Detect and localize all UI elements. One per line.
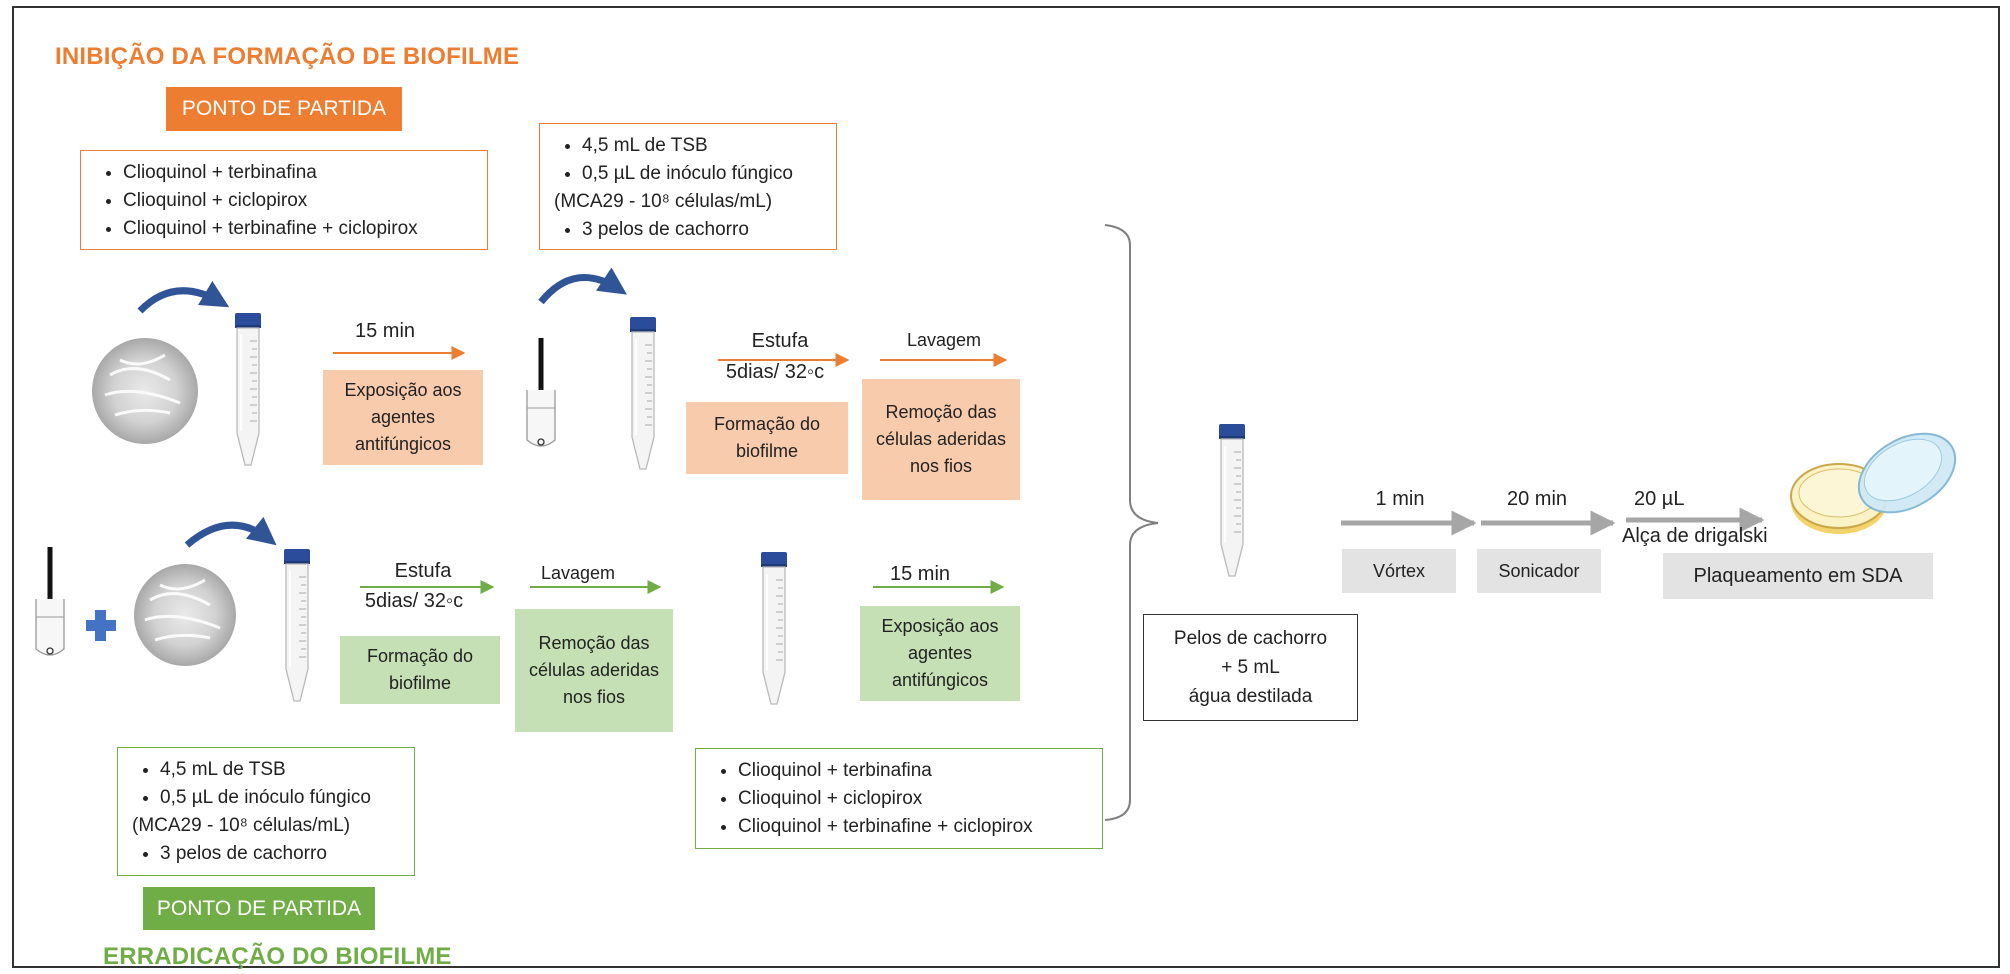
inhibition-title: INIBIÇÃO DA FORMAÇÃO DE BIOFILME <box>55 43 520 70</box>
agent-item: Clioquinol + terbinafine + ciclopirox <box>123 215 475 243</box>
vortex-box: Vórtex <box>1342 549 1456 593</box>
rotate-arrow-icon <box>538 267 627 305</box>
inoculum-item: 4,5 mL de TSB <box>582 132 824 160</box>
agent-item: Clioquinol + terbinafina <box>738 757 1090 785</box>
inoculum-item-continued: (MCA29 - 10⁸ células/mL) <box>554 191 773 212</box>
inoculum-item: 4,5 mL de TSB <box>160 756 402 784</box>
eradication-agents-box: Clioquinol + terbinafina Clioquinol + ci… <box>695 748 1103 849</box>
eradication-step3-box: Exposição aos agentes antifúngicos <box>860 606 1020 701</box>
inhibition-step1-box: Exposição aos agentes antifúngicos <box>323 370 483 465</box>
falcon-tube-icon <box>629 316 657 470</box>
eradication-inoculum-box: 4,5 mL de TSB 0,5 µL de inóculo fúngico … <box>117 747 415 876</box>
plus-icon <box>86 610 116 641</box>
eradication-step1-box: Formação do biofilme <box>340 636 500 704</box>
sonicator-box: Sonicador <box>1477 549 1601 593</box>
agent-item: Clioquinol + ciclopirox <box>123 187 475 215</box>
test-tube-icon <box>527 338 555 446</box>
rotate-arrow-icon <box>184 516 277 548</box>
plating-volume: 20 µL <box>1634 488 1685 510</box>
final-tube-box: Pelos de cachorro + 5 mL água destilada <box>1143 614 1358 721</box>
inhibition-agents-box: Clioquinol + terbinafina Clioquinol + ci… <box>80 150 488 250</box>
diagram-frame <box>12 6 2000 968</box>
inoculum-item: 0,5 µL de inóculo fúngico <box>582 160 824 188</box>
inhibition-step2-label: Estufa <box>751 330 809 352</box>
plating-box: Plaqueamento em SDA <box>1663 553 1933 599</box>
agent-item: Clioquinol + terbinafina <box>123 159 475 187</box>
eradication-step1-label: Estufa <box>394 560 452 582</box>
eradication-start-badge: PONTO DE PARTIDA <box>143 887 375 930</box>
sonicator-time: 20 min <box>1506 488 1568 510</box>
plating-tool: Alça de drigalski <box>1622 525 1768 547</box>
inhibition-inoculum-box: 4,5 mL de TSB 0,5 µL de inóculo fúngico … <box>539 123 837 250</box>
brace-icon <box>1104 224 1159 821</box>
inhibition-step2-condition: 5dias/ 32◦c <box>725 361 825 383</box>
eradication-title: ERRADICAÇÃO DO BIOFILME <box>103 943 452 970</box>
inhibition-start-badge: PONTO DE PARTIDA <box>166 87 402 131</box>
inoculum-item: 0,5 µL de inóculo fúngico <box>160 784 402 812</box>
rotate-arrow-icon <box>137 280 230 314</box>
inoculum-item-continued: (MCA29 - 10⁸ células/mL) <box>132 815 351 836</box>
falcon-tube-icon <box>234 312 262 466</box>
petri-dish-icon <box>1790 432 1957 534</box>
eradication-step1-condition: 5dias/ 32◦c <box>364 590 464 612</box>
inoculum-item: 3 pelos de cachorro <box>160 840 402 868</box>
agent-item: Clioquinol + ciclopirox <box>738 785 1090 813</box>
falcon-tube-icon <box>1218 423 1246 577</box>
test-tube-icon <box>36 547 64 655</box>
inhibition-step3-box: Remoção das células aderidas nos fios <box>862 379 1020 500</box>
falcon-tube-icon <box>283 548 311 702</box>
inhibition-step1-time: 15 min <box>354 320 416 342</box>
eradication-step3-time: 15 min <box>889 563 951 585</box>
inhibition-step2-box: Formação do biofilme <box>686 402 848 474</box>
eradication-step2-label: Lavagem <box>540 563 616 583</box>
inoculum-item: 3 pelos de cachorro <box>582 216 824 244</box>
inhibition-step3-label: Lavagem <box>906 330 982 350</box>
dog-hair-icon <box>92 338 198 444</box>
agent-item: Clioquinol + terbinafine + ciclopirox <box>738 813 1090 841</box>
dog-hair-icon <box>134 564 236 666</box>
eradication-step2-box: Remoção das células aderidas nos fios <box>515 609 673 732</box>
vortex-time: 1 min <box>1375 488 1425 510</box>
falcon-tube-icon <box>760 551 788 705</box>
